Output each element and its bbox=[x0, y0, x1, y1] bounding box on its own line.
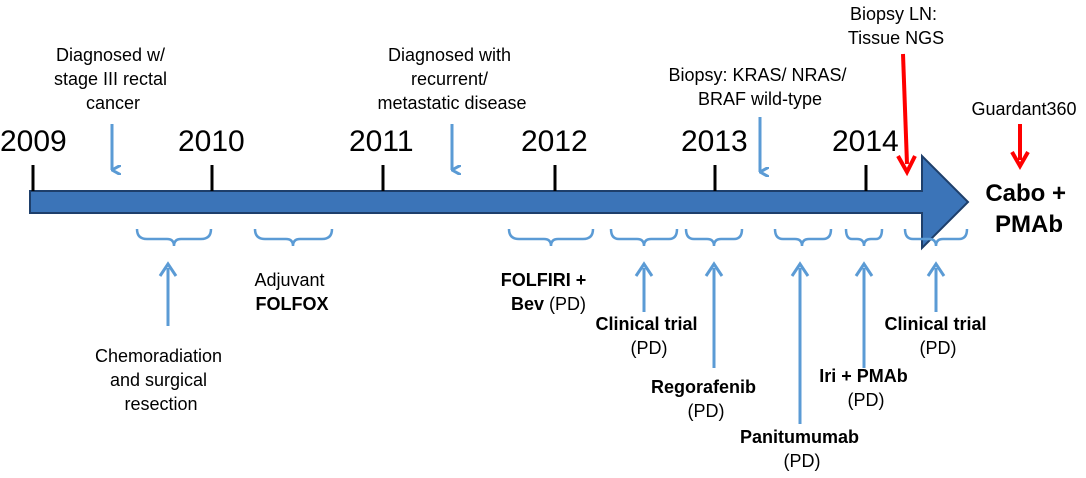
event-line: Diagnosed with bbox=[388, 45, 511, 65]
treatment-clinical-trial-1: Clinical trial (PD) bbox=[595, 314, 702, 358]
treatment-line: FOLFOX bbox=[256, 294, 329, 314]
brace bbox=[684, 228, 744, 247]
blue-up-arrowhead bbox=[704, 261, 724, 277]
event-diagnosed-metastatic: Diagnosed with recurrent/ metastatic dis… bbox=[377, 45, 527, 170]
blue-up-arrowhead bbox=[158, 261, 178, 277]
event-line: metastatic disease bbox=[377, 93, 526, 113]
event-line: Diagnosed w/ bbox=[56, 45, 165, 65]
blue-up-arrowhead bbox=[634, 261, 654, 277]
treatment-line: (PD) bbox=[920, 338, 957, 358]
treatment-line-bev: Bev bbox=[511, 294, 544, 314]
year-label: 2010 bbox=[178, 125, 245, 158]
event-line: stage III rectal bbox=[54, 69, 167, 89]
treatment-line: (PD) bbox=[631, 338, 668, 358]
event-line: Guardant360 bbox=[971, 99, 1076, 119]
end-label: Cabo + PMAb bbox=[985, 180, 1072, 238]
event-diagnosed-stage3: Diagnosed w/ stage III rectal cancer bbox=[54, 45, 172, 170]
treatment-line: Panitumumab bbox=[740, 427, 859, 447]
year-label: 2013 bbox=[681, 125, 748, 158]
brace bbox=[903, 228, 969, 247]
timeline-arrow bbox=[29, 153, 970, 251]
blue-up-arrowhead bbox=[926, 261, 946, 277]
treatment-line: resection bbox=[124, 394, 197, 414]
svg-text:Biopsy: KRAS/ NRAS/ BRAF: Biopsy: KRAS/ NRAS/ BRAF wild-type bbox=[668, 65, 851, 109]
treatment-line: Iri + PMAb bbox=[819, 366, 908, 386]
year-label: 2014 bbox=[832, 125, 899, 158]
brace bbox=[773, 228, 833, 247]
year-label: 2012 bbox=[521, 125, 588, 158]
year-label: 2009 bbox=[0, 125, 67, 158]
treatment-iri-pmab: Iri + PMAb (PD) bbox=[819, 366, 913, 410]
end-label-line1: Cabo + bbox=[985, 180, 1066, 207]
treatment-line: (PD) bbox=[784, 451, 821, 471]
treatment-line: (PD) bbox=[848, 390, 885, 410]
treatment-line: Regorafenib bbox=[651, 377, 756, 397]
brace bbox=[253, 228, 334, 247]
red-arrowhead bbox=[896, 155, 917, 177]
svg-text:Guardant360: Guardant360 bbox=[971, 99, 1076, 119]
treatment-panitumumab: Panitumumab (PD) bbox=[740, 427, 864, 471]
treatment-line: FOLFIRI + bbox=[501, 270, 587, 290]
event-line: recurrent/ bbox=[411, 69, 488, 89]
event-line: Biopsy LN: bbox=[850, 4, 937, 24]
treatment-clinical-trial-2: Clinical trial (PD) bbox=[884, 314, 991, 358]
treatment-line-pd: (PD) bbox=[549, 294, 586, 314]
event-line: Biopsy: KRAS/ NRAS/ bbox=[668, 65, 846, 85]
treatment-folfiri-bev: FOLFIRI + Bev (PD) bbox=[501, 270, 592, 314]
brace bbox=[844, 228, 884, 247]
year-label: 2011 bbox=[349, 125, 414, 158]
braces bbox=[135, 228, 969, 247]
end-label-line2: PMAb bbox=[995, 211, 1063, 238]
treatment-adjuvant-folfox: Adjuvant FOLFOX bbox=[254, 270, 329, 314]
treatment-line: Adjuvant bbox=[254, 270, 324, 290]
treatment-line: Clinical trial bbox=[595, 314, 697, 334]
red-arrowhead bbox=[1010, 151, 1030, 171]
treatment-regorafenib: Regorafenib (PD) bbox=[651, 377, 761, 421]
event-line: cancer bbox=[86, 93, 140, 113]
treatment-line: and surgical bbox=[110, 370, 207, 390]
red-arrow bbox=[901, 53, 909, 165]
svg-text:Biopsy LN: Tissue NGS: Biopsy LN: Tissue NGS bbox=[848, 4, 944, 48]
event-guardant360: Guardant360 bbox=[971, 99, 1077, 171]
event-line: Tissue NGS bbox=[848, 28, 944, 48]
blue-up-arrowhead bbox=[854, 261, 874, 277]
blue-up-arrowhead bbox=[790, 261, 810, 277]
treatment-line: Clinical trial bbox=[884, 314, 986, 334]
treatment-line: Chemoradiation bbox=[95, 346, 222, 366]
event-biopsy-wildtype: Biopsy: KRAS/ NRAS/ BRAF wild-type bbox=[668, 65, 851, 172]
brace bbox=[135, 228, 213, 247]
brace bbox=[507, 228, 595, 247]
brace bbox=[609, 228, 679, 247]
up-arrows bbox=[158, 261, 946, 424]
year-ticks bbox=[31, 165, 868, 191]
event-biopsy-ln: Biopsy LN: Tissue NGS bbox=[848, 4, 944, 177]
event-line: BRAF wild-type bbox=[698, 89, 822, 109]
svg-text:Diagnosed w/ stage III r: Diagnosed w/ stage III rectal cancer bbox=[54, 45, 172, 113]
treatment-line: (PD) bbox=[688, 401, 725, 421]
svg-text:Diagnosed with recurrent: Diagnosed with recurrent/ metastatic dis… bbox=[377, 45, 526, 113]
treatment-chemoradiation: Chemoradiation and surgical resection bbox=[95, 346, 227, 414]
